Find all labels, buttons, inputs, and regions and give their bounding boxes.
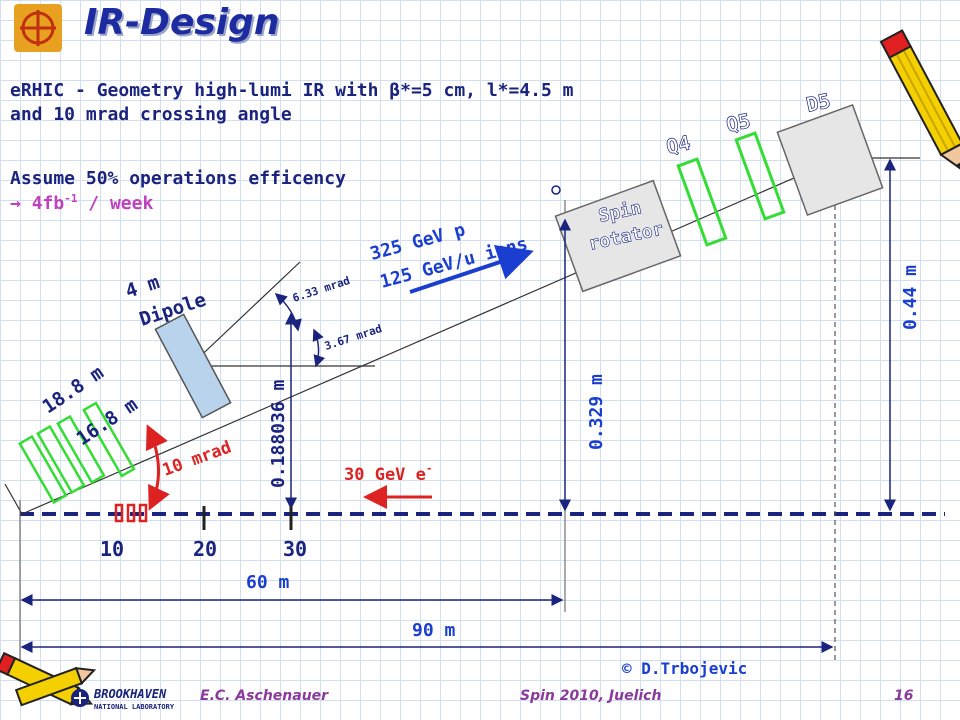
distance-188-label: 18.8 m <box>38 362 107 419</box>
dimension-90m-label: 90 m <box>412 620 456 641</box>
beam-marker-circle <box>551 185 561 195</box>
description-line-3: Assume 50% operations efficency <box>10 168 346 189</box>
d5-label: D5 <box>804 88 833 116</box>
footer-author: E.C. Aschenauer <box>200 688 329 704</box>
luminosity-exponent: -1 <box>64 192 78 205</box>
luminosity-unit: / week <box>77 193 154 214</box>
vertical-0188-label: 0.188036 m <box>268 379 289 488</box>
brookhaven-logo: BROOKHAVEN NATIONAL LABORATORY <box>71 687 175 711</box>
svg-text:BROOKHAVEN: BROOKHAVEN <box>93 687 167 701</box>
electron-quads <box>114 503 148 523</box>
dipole-magnet <box>154 313 232 419</box>
vertical-044-label: 0.44 m <box>900 265 921 330</box>
ip-tick-line <box>4 483 23 515</box>
beam-electron-label: 30 GeV e- <box>344 462 433 485</box>
description-line-4: → 4fb-1 / week <box>10 192 153 214</box>
q4-magnet <box>676 157 728 247</box>
footer-conference: Spin 2010, Juelich <box>520 688 662 704</box>
dimension-60m-label: 60 m <box>246 572 290 593</box>
dipole-length-label: 4 m <box>123 271 162 303</box>
credit-label: © D.Trbojevic <box>622 659 747 678</box>
luminosity-value: 4fb <box>31 193 65 214</box>
description-line-2: and 10 mrad crossing angle <box>10 104 292 125</box>
final-focus-quads <box>18 401 136 505</box>
pencils-icon <box>0 651 97 707</box>
svg-text:NATIONAL LABORATORY: NATIONAL LABORATORY <box>94 703 175 711</box>
dipole-angled-line <box>189 261 301 367</box>
d5-magnet <box>776 104 884 216</box>
q5-label: Q5 <box>724 108 753 136</box>
crossing-angle-arrow <box>145 424 170 511</box>
angle-367-arc <box>312 328 326 368</box>
tick-10-label: 10 <box>100 537 124 561</box>
distance-168-label: 16.8 m <box>72 394 141 451</box>
description-line-1: eRHIC - Geometry high-lumi IR with β*=5 … <box>10 80 574 101</box>
arrow-right-icon: → <box>10 193 21 214</box>
tick-30-label: 30 <box>283 537 307 561</box>
conference-logo <box>14 4 62 52</box>
crossing-angle-label: 10 mrad <box>160 437 234 480</box>
tick-20-label: 20 <box>193 537 217 561</box>
pencil-icon <box>879 29 960 173</box>
angle-633-label: 6.33 mrad <box>291 274 352 305</box>
page-title: IR-Design <box>84 2 280 43</box>
vertical-0329-label: 0.329 m <box>586 374 607 450</box>
q5-magnet <box>734 131 786 221</box>
q4-label: Q4 <box>664 130 693 158</box>
angle-633-arc <box>274 293 302 332</box>
angle-367-label: 3.67 mrad <box>323 322 384 353</box>
footer-page-number: 16 <box>894 688 914 704</box>
hadron-direction-arrow <box>409 245 534 294</box>
